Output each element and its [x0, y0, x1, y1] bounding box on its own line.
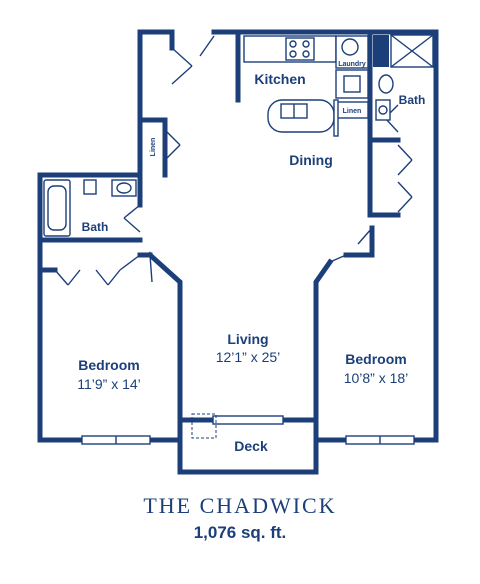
room-dims-bedroom-left: 11’9” x 14’ — [77, 376, 141, 392]
toilet-icon — [378, 74, 394, 94]
toilet-icon — [83, 179, 97, 195]
plan-title: THE CHADWICK — [143, 493, 336, 518]
room-label-deck: Deck — [234, 438, 268, 454]
stove-icon — [285, 37, 315, 61]
laundry-closet — [335, 35, 369, 69]
fixture-label-linen-kitchen: Linen — [343, 108, 362, 115]
left-bath-fixtures — [43, 179, 137, 237]
sink-icon — [111, 179, 137, 197]
plan-area: 1,076 sq. ft. — [194, 523, 287, 542]
kitchen-fixtures — [243, 35, 369, 137]
windows — [81, 415, 415, 445]
room-label-living: Living — [227, 331, 268, 347]
room-label-dining: Dining — [289, 152, 333, 168]
right-bath-fixtures — [373, 34, 434, 121]
room-label-bedroom-left: Bedroom — [78, 357, 139, 373]
vanity-icon — [375, 99, 391, 121]
deck-storage — [191, 413, 217, 439]
doors — [54, 35, 413, 286]
room-label-bath-left: Bath — [82, 220, 109, 234]
room-dims-living: 12’1” x 25’ — [216, 349, 281, 365]
room-dims-bedroom-right: 10’8” x 18’ — [344, 370, 409, 386]
room-label-bedroom-right: Bedroom — [345, 351, 406, 367]
washer-icon — [341, 38, 359, 56]
room-label-bath-right: Bath — [399, 93, 426, 107]
fixture-label-linen-hall: Linen — [150, 138, 157, 157]
fixture-label-laundry: Laundry — [338, 61, 366, 68]
bathtub-icon — [43, 179, 71, 237]
room-label-kitchen: Kitchen — [254, 71, 305, 87]
water-heater — [373, 35, 389, 67]
walls — [37, 29, 439, 475]
dryer-icon — [335, 69, 369, 99]
